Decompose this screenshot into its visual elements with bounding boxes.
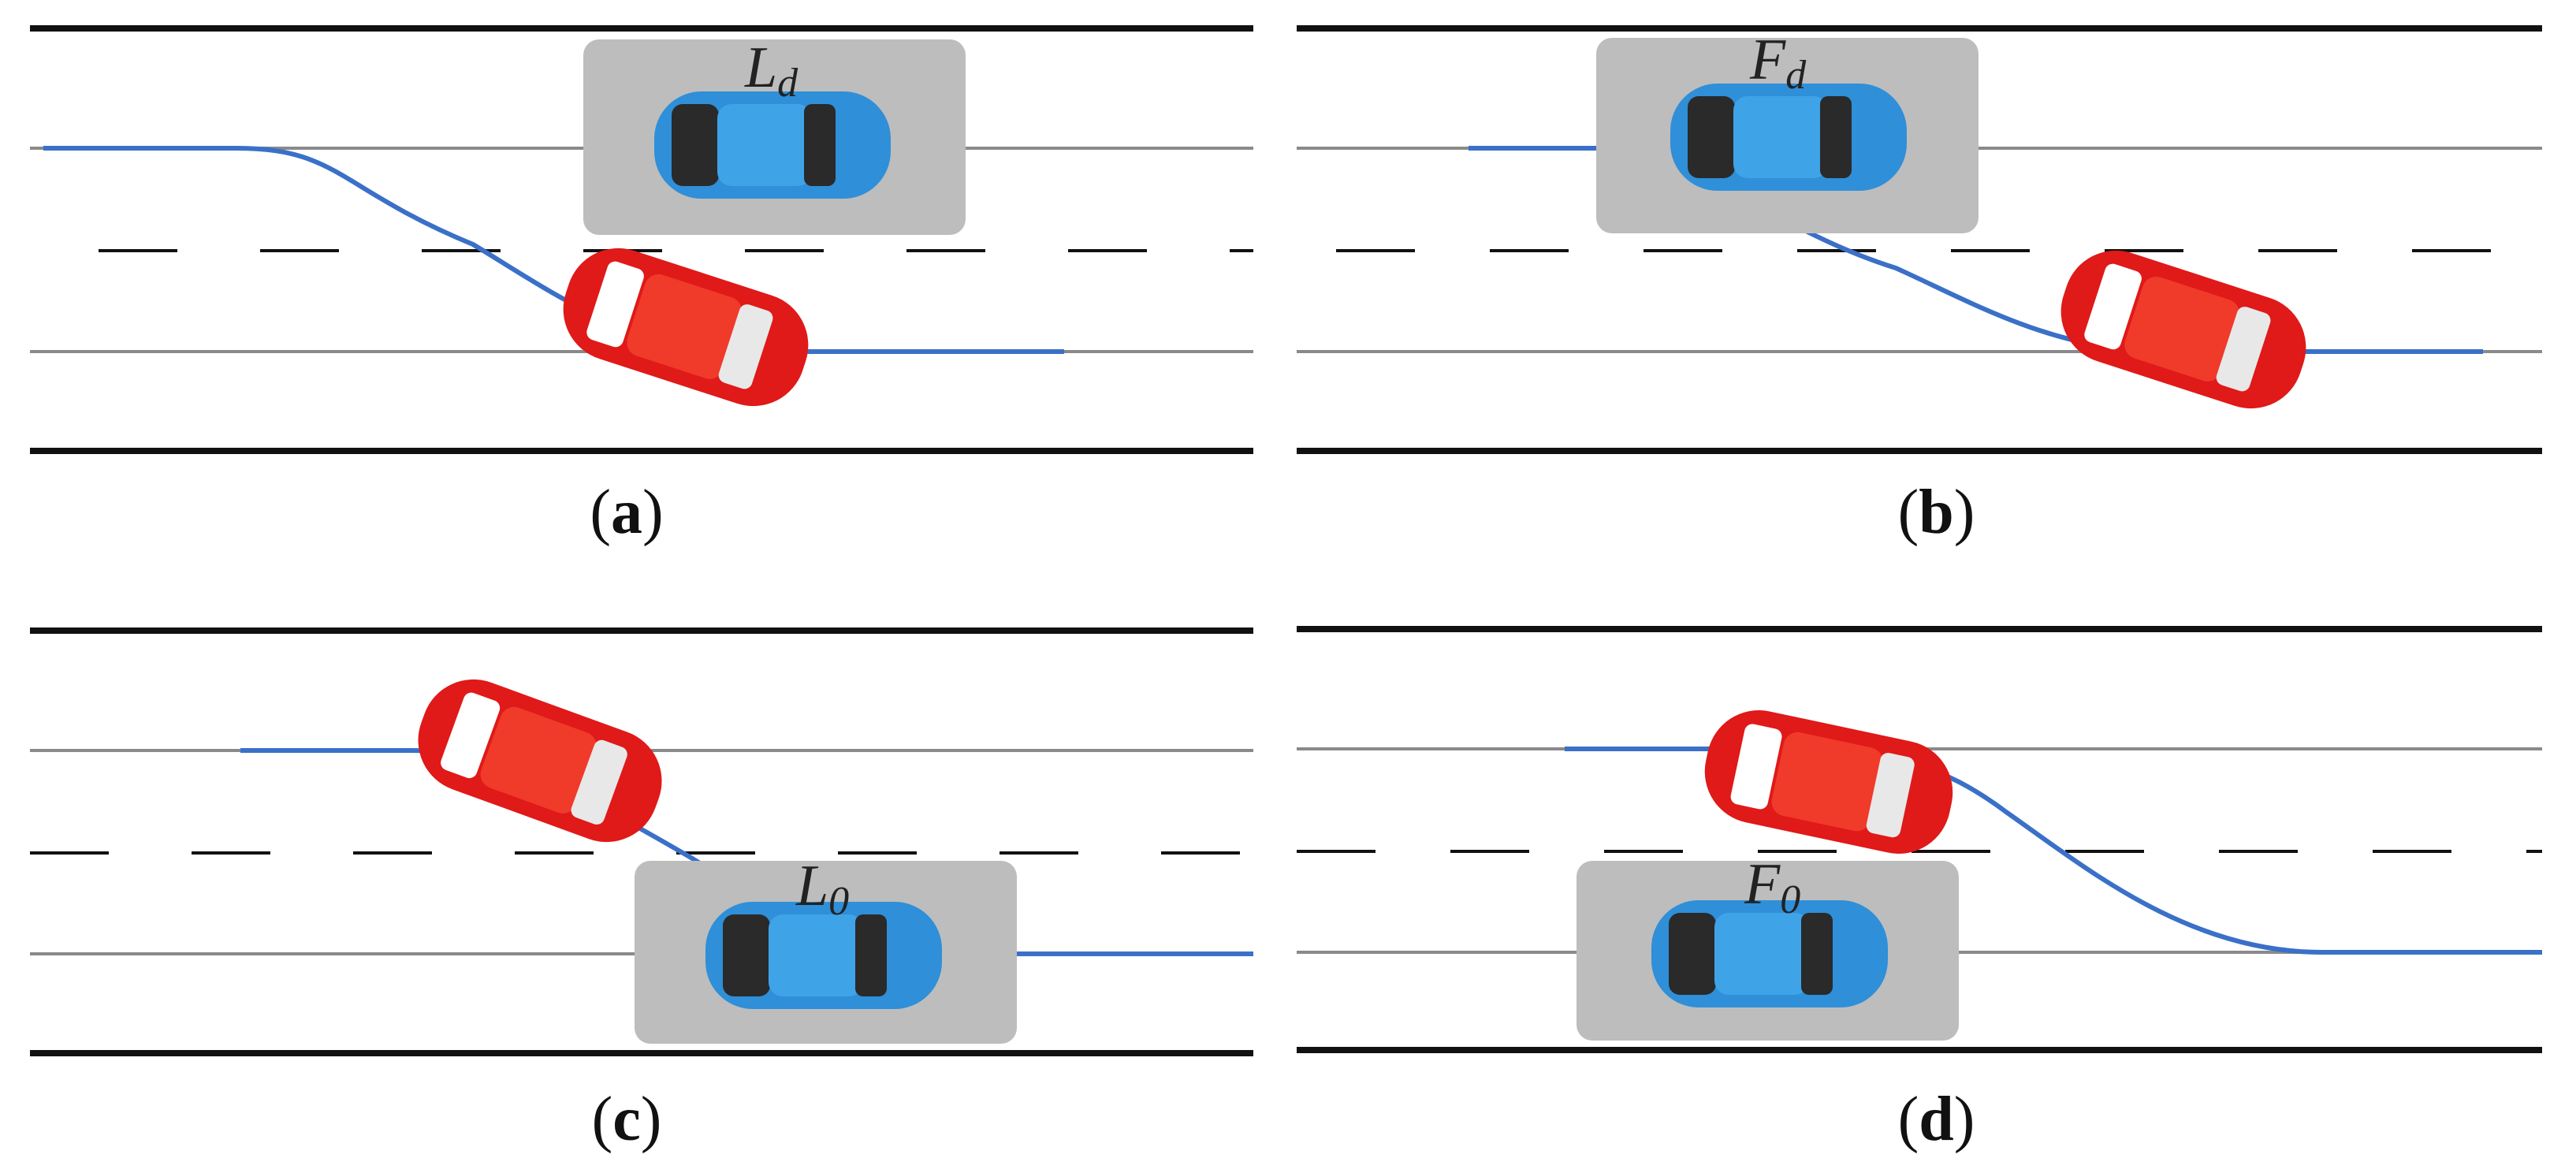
red-car-icon [563, 248, 809, 407]
caption-d: (d) [1897, 1085, 1975, 1154]
road-diagram-a: Ld [30, 25, 1253, 454]
red-car-icon [1704, 710, 1953, 854]
blue-car-icon [1651, 900, 1888, 1007]
road-diagram-b: Fd [1297, 25, 2542, 454]
blue-car-icon [654, 91, 891, 199]
vehicle-label-b: Fd [1749, 28, 1807, 98]
caption-b: (b) [1897, 478, 1975, 547]
panel-d: F0 (d) [1297, 607, 2576, 1173]
red-car-icon [2060, 250, 2306, 409]
blue-car-icon [705, 902, 942, 1009]
panel-a: Ld (a) [0, 0, 1253, 552]
blue-car-icon [1670, 84, 1907, 191]
road-diagram-c: L0 [30, 627, 1253, 1056]
caption-a: (a) [590, 478, 664, 547]
vehicle-label-c: L0 [795, 854, 849, 924]
panel-c: L0 (c) [0, 607, 1253, 1173]
panel-b: Fd (b) [1297, 0, 2576, 552]
caption-c: (c) [591, 1085, 662, 1154]
vehicle-label-d: F0 [1744, 852, 1800, 922]
vehicle-label-a: Ld [744, 35, 798, 106]
red-car-icon [418, 679, 662, 843]
road-diagram-d: F0 [1297, 626, 2542, 1053]
